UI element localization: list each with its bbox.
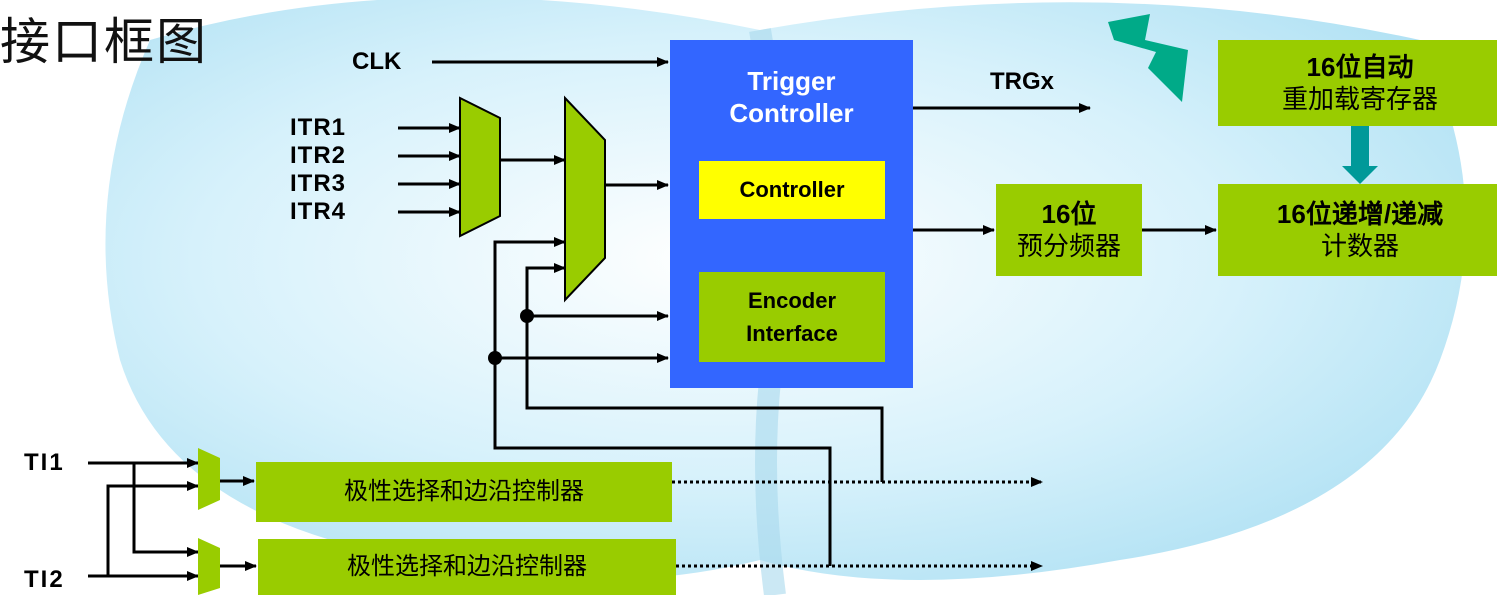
junction-dot-1 [520,309,534,323]
polarity1-label: 极性选择和边沿控制器 [344,478,584,505]
trigger-controller-line1: Trigger [747,65,836,96]
ti1-label: TI1 [24,449,65,476]
itr1-label: ITR1 [290,114,347,141]
itr3-label: ITR3 [290,170,347,197]
prescaler-block: 16位 预分频器 [996,184,1142,276]
autoreload-line1: 16位自动 [1306,51,1414,82]
trgx-label: TRGx [990,68,1055,95]
polarity-edge-controller-1: 极性选择和边沿控制器 [256,462,672,522]
encoder-line1: Encoder [747,288,837,313]
ti1-cross-wire [132,463,199,557]
autoreload-to-counter-arrow [1342,126,1378,184]
autoreload-line2: 重加载寄存器 [1281,84,1438,114]
encoder-line2: Interface [746,321,838,346]
clk-label: CLK [352,48,402,75]
polarity2-label: 极性选择和边沿控制器 [347,553,587,580]
counter-line1: 16位递增/递减 [1276,198,1444,229]
ti2-cross-wire [106,481,199,576]
autoreload-register-block: 16位自动 重加载寄存器 [1218,40,1497,126]
lightning-icon [1108,14,1188,102]
prescaler-line2: 预分频器 [1016,231,1121,261]
prescaler-line1: 16位 [1041,198,1097,229]
encoder-interface-block: Encoder Interface [699,272,885,362]
itr4-label: ITR4 [290,198,347,225]
ti1-feedback-wire [525,263,884,482]
ti2-feedback-wire [493,237,832,566]
controller-block: Controller [699,161,885,219]
trigger-multiplexer [564,95,606,303]
trigger-controller-title: Trigger Controller [670,62,913,132]
ti2-label: TI2 [24,566,65,593]
junction-dot-2 [488,351,502,365]
controller-label: Controller [739,177,845,203]
itr-multiplexer [459,96,501,238]
ti2-input-selector [198,538,220,595]
itr2-label: ITR2 [290,142,347,169]
counter-line2: 计数器 [1320,231,1399,261]
ti1-input-selector [198,448,220,510]
counter-block: 16位递增/递减 计数器 [1218,184,1497,276]
page-title: 接口框图 [0,13,208,71]
polarity-edge-controller-2: 极性选择和边沿控制器 [258,539,676,595]
trigger-controller-line2: Controller [729,98,854,128]
